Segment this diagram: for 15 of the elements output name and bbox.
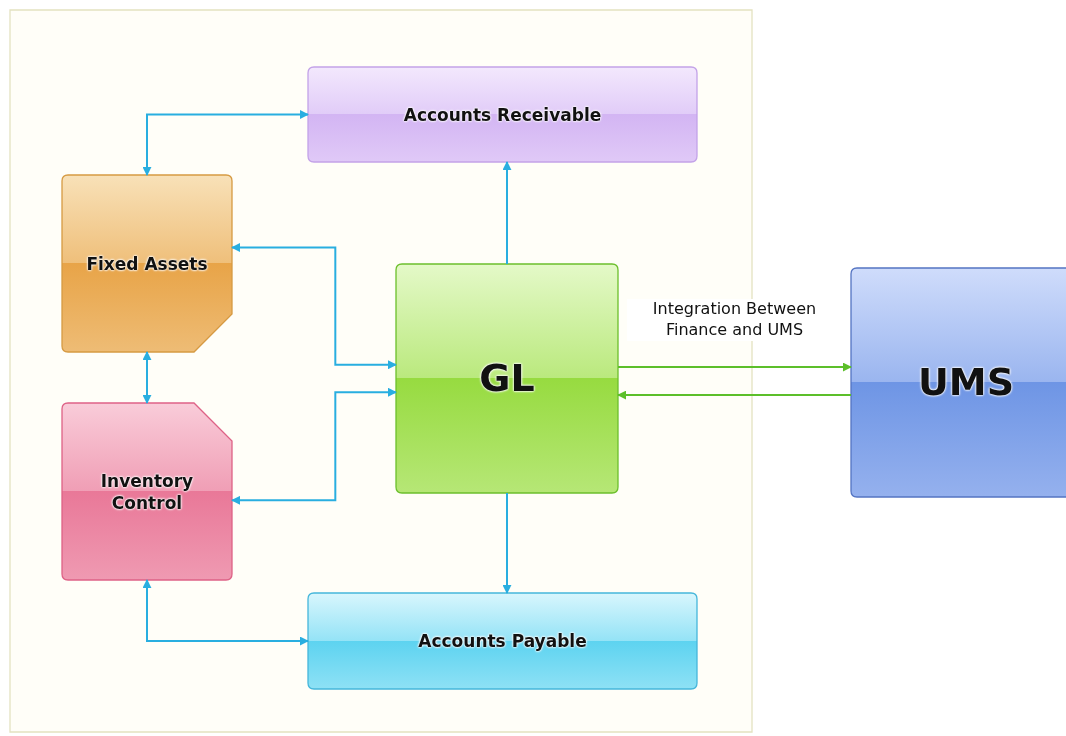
- arrow: [617, 362, 852, 372]
- arrow: [142, 579, 309, 646]
- arrow: [502, 492, 512, 594]
- arrow: [231, 387, 397, 505]
- arrow: [502, 161, 512, 265]
- arrow: [617, 390, 852, 400]
- node-label: UMS: [916, 358, 1015, 406]
- node-label: Fixed Assets: [85, 252, 209, 275]
- arrow: [231, 243, 397, 370]
- arrow: [142, 351, 152, 404]
- node-label: Accounts Receivable: [402, 103, 603, 126]
- node-label: Inventory Control: [99, 469, 195, 514]
- arrow: [142, 110, 309, 176]
- node-label: Accounts Payable: [417, 629, 588, 653]
- node-label: GL: [478, 354, 536, 402]
